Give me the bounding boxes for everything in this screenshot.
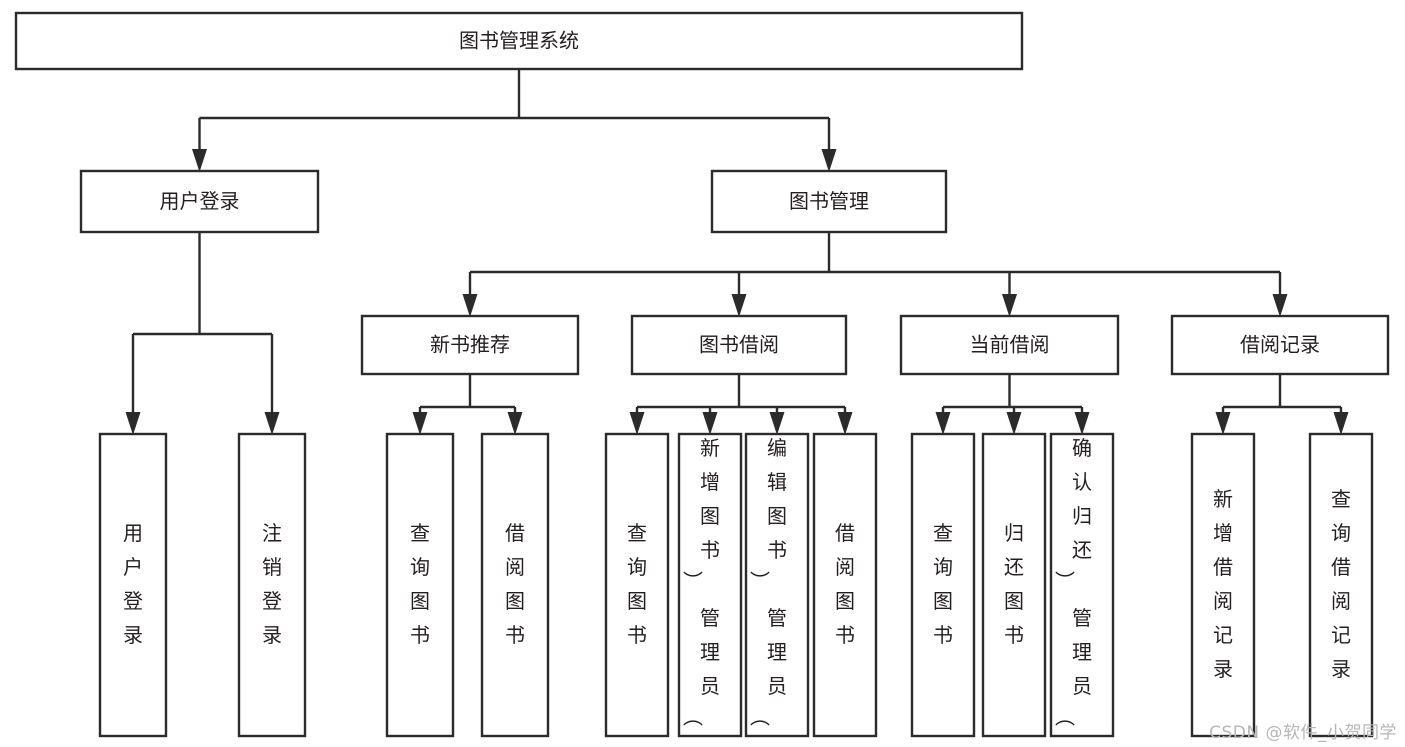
node-box	[385, 432, 455, 738]
arrow-head-icon	[821, 149, 837, 172]
arrow-head-icon	[1074, 412, 1090, 435]
node-box	[1049, 432, 1115, 738]
node-layer: 图书管理系统用户登录图书管理新书推荐图书借阅当前借阅借阅记录用户登录注销登录查询…	[14, 11, 1390, 738]
node-leaf-user-login[interactable]: 用户登录	[98, 432, 168, 738]
node-box	[98, 432, 168, 738]
node-label: 当前借阅	[970, 333, 1050, 357]
node-label: 查询借阅记录	[1331, 487, 1351, 681]
node-current-borrow[interactable]: 当前借阅	[899, 314, 1120, 376]
node-new-book-recommend[interactable]: 新书推荐	[360, 314, 580, 376]
arrow-head-icon	[837, 412, 853, 435]
node-label: 新增借阅记录	[1213, 487, 1233, 681]
node-label: 确认归还（管理员）	[1053, 436, 1092, 727]
arrow-head-icon	[462, 294, 478, 317]
node-leaf-logout[interactable]: 注销登录	[237, 432, 307, 738]
node-leaf-borrow-book[interactable]: 借阅图书	[812, 432, 878, 738]
node-borrow-record[interactable]: 借阅记录	[1170, 314, 1390, 376]
node-book-borrow[interactable]: 图书借阅	[630, 314, 848, 376]
arrow-head-icon	[192, 149, 207, 172]
node-user-login[interactable]: 用户登录	[79, 169, 320, 234]
node-label: 图书借阅	[699, 333, 779, 357]
node-leaf-query-book-borrow[interactable]: 查询图书	[604, 432, 670, 738]
node-box	[910, 432, 976, 738]
node-leaf-query-borrow-record[interactable]: 查询借阅记录	[1308, 432, 1374, 738]
node-box	[710, 169, 948, 234]
node-leaf-add-book-admin[interactable]: 新增图书（管理员）	[677, 432, 743, 738]
node-leaf-query-book-rec[interactable]: 查询图书	[385, 432, 455, 738]
node-box	[1190, 432, 1256, 738]
arrow-head-icon	[1272, 294, 1288, 317]
arrow-head-icon	[412, 412, 428, 435]
node-label: 注销登录	[262, 521, 282, 647]
node-box	[744, 432, 810, 738]
node-label: 借阅图书	[505, 521, 525, 647]
arrow-head-icon	[702, 412, 718, 435]
node-root-root[interactable]: 图书管理系统	[14, 11, 1024, 71]
node-box	[360, 314, 580, 376]
node-box	[899, 314, 1120, 376]
node-label: 用户登录	[123, 521, 143, 647]
node-label: 借阅图书	[835, 521, 855, 647]
node-box	[1170, 314, 1390, 376]
arrow-head-icon	[264, 412, 280, 435]
arrow-head-icon	[731, 294, 747, 317]
node-leaf-edit-book-admin[interactable]: 编辑图书（管理员）	[744, 432, 810, 738]
node-box	[237, 432, 307, 738]
node-box	[14, 11, 1024, 71]
node-label: 新增图书（管理员）	[681, 436, 720, 727]
node-leaf-query-book-current[interactable]: 查询图书	[910, 432, 976, 738]
arrow-head-icon	[769, 412, 785, 435]
arrow-head-icon	[507, 412, 523, 435]
node-leaf-borrow-book-rec[interactable]: 借阅图书	[480, 432, 550, 738]
connector-layer	[125, 69, 1349, 435]
arrow-head-icon	[935, 412, 951, 435]
node-label: 归还图书	[1004, 521, 1024, 647]
node-box	[1308, 432, 1374, 738]
node-label: 新书推荐	[430, 333, 510, 357]
arrow-head-icon	[125, 412, 141, 435]
node-box	[677, 432, 743, 738]
node-label: 借阅记录	[1240, 333, 1320, 357]
csdn-watermark: CSDN @软件_小贺同学	[1209, 723, 1397, 743]
node-box	[981, 432, 1047, 738]
node-box	[812, 432, 878, 738]
node-book-management[interactable]: 图书管理	[710, 169, 948, 234]
node-label: 图书管理	[789, 189, 869, 213]
arrow-head-icon	[1215, 412, 1231, 435]
node-box	[630, 314, 848, 376]
node-label: 查询图书	[627, 521, 647, 647]
node-label: 查询图书	[933, 521, 953, 647]
node-box	[79, 169, 320, 234]
node-box	[480, 432, 550, 738]
arrow-head-icon	[1002, 294, 1017, 317]
node-leaf-return-book[interactable]: 归还图书	[981, 432, 1047, 738]
arrow-head-icon	[1333, 412, 1349, 435]
arrow-head-icon	[1006, 412, 1022, 435]
node-box	[604, 432, 670, 738]
node-leaf-confirm-return-admin[interactable]: 确认归还（管理员）	[1049, 432, 1115, 738]
arrow-head-icon	[629, 412, 645, 435]
node-label: 图书管理系统	[459, 29, 579, 53]
node-leaf-add-borrow-record[interactable]: 新增借阅记录	[1190, 432, 1256, 738]
node-label: 用户登录	[160, 189, 240, 213]
node-label: 编辑图书（管理员）	[748, 436, 787, 727]
node-label: 查询图书	[410, 521, 430, 647]
